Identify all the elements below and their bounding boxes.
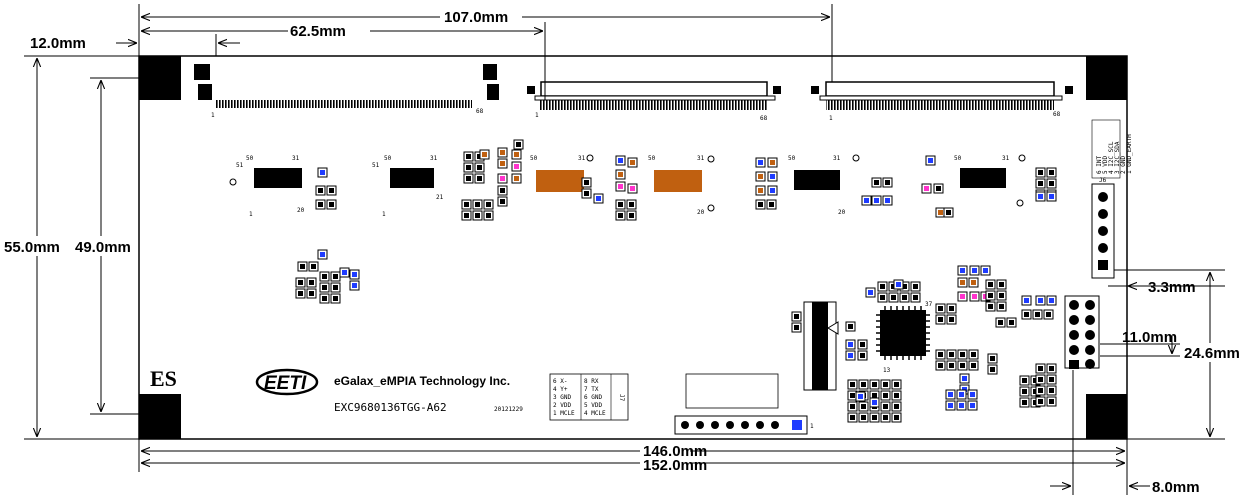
ic-chip-5: 50 31 20 <box>788 154 860 216</box>
svg-text:2 VDD: 2 VDD <box>553 402 571 409</box>
company-name: eGalax_eMPIA Technology Inc. <box>334 374 510 388</box>
svg-text:50: 50 <box>788 155 796 162</box>
ic-chip-2: 50 31 51 21 1 <box>372 155 444 218</box>
svg-text:4 I2C_SCL: 4 I2C_SCL <box>1108 141 1115 174</box>
svg-text:37: 37 <box>925 301 933 308</box>
crystal-component <box>803 301 839 391</box>
svg-text:13: 13 <box>883 367 891 374</box>
header-2x5 <box>1064 295 1100 369</box>
connector-pin-1-right: 1 <box>829 115 833 122</box>
mount-pad-top-right <box>1086 56 1127 100</box>
dim-11mm: 11.0mm <box>1122 329 1177 346</box>
mount-pad-top-left <box>139 56 181 100</box>
ic-chip-4-orange: 50 31 20 <box>648 155 715 216</box>
svg-text:1: 1 <box>249 211 253 218</box>
eeti-logo: EETI <box>255 368 319 396</box>
svg-text:4 MCLE: 4 MCLE <box>584 410 606 417</box>
fpc-connector-right <box>811 81 1073 110</box>
svg-text:20: 20 <box>838 209 846 216</box>
model-number: EXC9680136TGG-A62 <box>334 401 447 414</box>
dim-62-5mm: 62.5mm <box>290 23 346 40</box>
svg-text:51: 51 <box>372 162 380 169</box>
svg-text:3 GND: 3 GND <box>553 394 571 401</box>
svg-text:20: 20 <box>297 207 305 214</box>
svg-text:J7: J7 <box>618 394 625 402</box>
svg-text:1: 1 <box>810 423 814 430</box>
connector-pin-1-middle: 1 <box>535 112 539 119</box>
pin-table: 6 X- 4 Y+ 3 GND 2 VDD 1 MCLE 8 RX 7 TX 6… <box>549 373 629 421</box>
svg-text:31: 31 <box>578 155 586 162</box>
svg-text:50: 50 <box>530 155 538 162</box>
svg-text:EETI: EETI <box>264 373 307 394</box>
passive-components <box>295 139 1057 423</box>
mount-pad-bottom-left <box>139 394 181 439</box>
svg-text:7 TX: 7 TX <box>584 386 599 393</box>
dim-24-6mm: 24.6mm <box>1184 345 1240 362</box>
svg-text:5 VDD: 5 VDD <box>1102 156 1109 174</box>
label-area <box>685 373 779 409</box>
svg-text:1 GND_EARTH: 1 GND_EARTH <box>1126 134 1133 174</box>
bottom-header-8pin: 1 <box>674 415 814 435</box>
dim-12mm: 12.0mm <box>30 35 86 52</box>
ic-chip-1: 50 31 51 20 1 <box>229 155 305 218</box>
svg-text:5 VDD: 5 VDD <box>584 402 602 409</box>
svg-text:4 Y+: 4 Y+ <box>553 386 568 393</box>
fpc-connector-middle <box>527 81 781 110</box>
dim-3-3mm: 3.3mm <box>1148 279 1196 296</box>
j6-connector: 6 INT 5 VDD 4 I2C_SCL 3 I2C_SDA 2 GND 1 … <box>1091 119 1133 279</box>
mount-pad-bottom-right <box>1086 394 1127 439</box>
qfn-controller: 13 37 <box>876 301 933 374</box>
svg-text:6 INT: 6 INT <box>1096 156 1103 174</box>
svg-text:31: 31 <box>1002 155 1010 162</box>
svg-text:1 MCLE: 1 MCLE <box>553 410 575 417</box>
es-mark: ES <box>150 366 177 391</box>
date-code: 20121229 <box>494 406 523 413</box>
dim-152mm: 152.0mm <box>643 457 707 474</box>
svg-text:31: 31 <box>833 155 841 162</box>
connector-pin-68-right: 68 <box>1053 111 1061 118</box>
svg-text:1: 1 <box>382 211 386 218</box>
fpc-connector-left <box>194 64 499 108</box>
svg-text:31: 31 <box>430 155 438 162</box>
svg-text:6 GND: 6 GND <box>584 394 602 401</box>
connector-pin-1-left: 1 <box>211 112 215 119</box>
svg-text:50: 50 <box>954 155 962 162</box>
ic-chip-3-orange: 50 31 <box>530 154 594 192</box>
svg-text:51: 51 <box>236 162 244 169</box>
svg-text:6 X-: 6 X- <box>553 378 567 385</box>
svg-text:50: 50 <box>648 155 656 162</box>
svg-text:3 I2C_SDA: 3 I2C_SDA <box>1114 141 1121 174</box>
svg-text:31: 31 <box>292 155 300 162</box>
dim-55mm: 55.0mm <box>4 239 60 256</box>
svg-text:20: 20 <box>697 209 705 216</box>
svg-text:50: 50 <box>384 155 392 162</box>
dim-8mm: 8.0mm <box>1152 479 1200 496</box>
dim-49mm: 49.0mm <box>75 239 131 256</box>
j6-label: J6 <box>1099 177 1107 184</box>
connector-pin-68-middle: 68 <box>760 115 768 122</box>
svg-text:2 GND: 2 GND <box>1120 156 1127 174</box>
svg-text:8 RX: 8 RX <box>584 378 599 385</box>
svg-text:50: 50 <box>246 155 254 162</box>
svg-text:21: 21 <box>436 194 444 201</box>
connector-pin-68-left: 68 <box>476 108 484 115</box>
dim-146mm: 146.0mm <box>643 443 707 460</box>
svg-text:31: 31 <box>697 155 705 162</box>
dim-107mm: 107.0mm <box>444 9 508 26</box>
ic-chip-6: 50 31 <box>954 154 1026 207</box>
